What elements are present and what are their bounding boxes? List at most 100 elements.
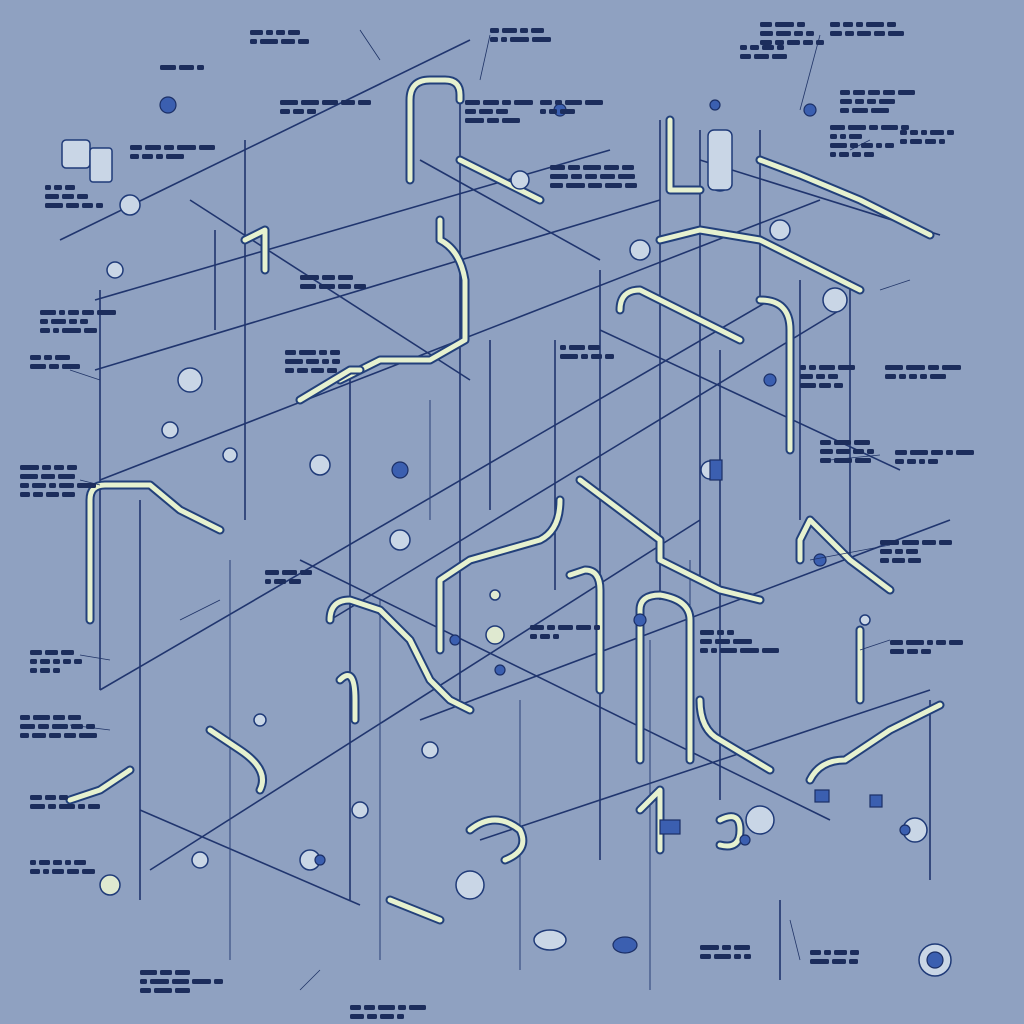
scribble-glyph: [53, 860, 62, 865]
scribble-glyph: [354, 284, 366, 289]
scribble-glyph: [540, 634, 550, 639]
scribble-glyph: [845, 31, 854, 36]
scribble-glyph: [843, 22, 853, 27]
scribble-glyph: [834, 458, 852, 463]
scribble-glyph: [754, 54, 769, 59]
scribble-glyph: [800, 383, 816, 388]
scribble-glyph: [378, 1005, 395, 1010]
scribble-glyph: [77, 483, 96, 488]
illegible-annotation: [700, 945, 751, 959]
scribble-glyph: [39, 860, 50, 865]
scribble-glyph: [214, 979, 223, 984]
scribble-glyph: [700, 954, 711, 959]
scribble-glyph: [64, 733, 76, 738]
scribble-glyph: [38, 724, 49, 729]
scribble-glyph: [32, 733, 46, 738]
scribble-glyph: [848, 125, 866, 130]
illegible-annotation: [20, 715, 97, 738]
illegible-annotation: [550, 165, 637, 188]
scribble-glyph: [560, 354, 578, 359]
illegible-annotation: [30, 355, 80, 369]
scribble-glyph: [501, 37, 507, 42]
scribble-glyph: [700, 945, 719, 950]
scribble-glyph: [890, 649, 904, 654]
scribble-glyph: [566, 183, 585, 188]
scribble-glyph: [197, 65, 204, 70]
scribble-glyph: [327, 368, 337, 373]
scribble-glyph: [830, 22, 840, 27]
scribble-glyph: [540, 100, 552, 105]
scribble-glyph: [490, 28, 499, 33]
scribble-glyph: [888, 31, 904, 36]
scribble-glyph: [154, 988, 172, 993]
scribble-glyph: [276, 30, 285, 35]
scribble-glyph: [42, 465, 51, 470]
scribble-glyph: [591, 354, 602, 359]
scribble-glyph: [77, 194, 88, 199]
scribble-glyph: [880, 549, 892, 554]
scribble-glyph: [880, 558, 889, 563]
scribble-glyph: [288, 30, 300, 35]
scribble-glyph: [936, 640, 946, 645]
scribble-glyph: [297, 368, 308, 373]
scribble-glyph: [49, 733, 61, 738]
scribble-glyph: [555, 100, 562, 105]
scribble-glyph: [942, 365, 961, 370]
scribble-glyph: [177, 145, 196, 150]
scribble-glyph: [727, 630, 734, 635]
scribble-glyph: [840, 99, 852, 104]
scribble-glyph: [40, 328, 50, 333]
scribble-glyph: [140, 970, 157, 975]
scribble-glyph: [622, 165, 634, 170]
scribble-glyph: [502, 118, 520, 123]
scribble-glyph: [330, 350, 340, 355]
illegible-annotation: [810, 950, 859, 964]
scribble-glyph: [794, 31, 803, 36]
scribble-glyph: [74, 860, 86, 865]
scribble-glyph: [78, 804, 85, 809]
scribble-glyph: [65, 860, 71, 865]
scribble-glyph: [465, 100, 480, 105]
illegible-annotation: [900, 130, 954, 144]
scribble-glyph: [820, 458, 831, 463]
scribble-glyph: [852, 108, 868, 113]
scribble-glyph: [820, 440, 831, 445]
scribble-glyph: [54, 465, 64, 470]
scribble-glyph: [550, 165, 565, 170]
scribble-glyph: [298, 39, 309, 44]
scribble-glyph: [830, 31, 842, 36]
scribble-glyph: [285, 359, 303, 364]
scribble-glyph: [800, 365, 806, 370]
illegible-annotation: [30, 650, 82, 673]
scribble-glyph: [819, 383, 831, 388]
scribble-glyph: [883, 90, 895, 95]
illegible-annotation: [830, 22, 904, 36]
scribble-glyph: [824, 950, 831, 955]
illegible-annotation: [560, 345, 614, 359]
scribble-glyph: [465, 109, 476, 114]
scribble-glyph: [946, 450, 953, 455]
scribble-glyph: [82, 869, 95, 874]
scribble-glyph: [605, 183, 622, 188]
scribble-glyph: [281, 39, 295, 44]
scribble-glyph: [803, 40, 813, 45]
scribble-glyph: [949, 640, 963, 645]
scribble-glyph: [86, 724, 95, 729]
scribble-glyph: [625, 183, 637, 188]
scribble-glyph: [332, 359, 340, 364]
scribble-glyph: [919, 459, 925, 464]
scribble-glyph: [733, 639, 752, 644]
fittings: [61, 96, 952, 977]
scribble-glyph: [30, 364, 46, 369]
scribble-glyph: [828, 374, 838, 379]
scribble-glyph: [839, 152, 849, 157]
scribble-glyph: [549, 109, 557, 114]
scribble-glyph: [130, 154, 139, 159]
scribble-glyph: [560, 109, 575, 114]
scribble-glyph: [910, 130, 918, 135]
scribble-glyph: [760, 22, 772, 27]
scribble-glyph: [931, 450, 943, 455]
scribble-glyph: [939, 139, 945, 144]
scribble-glyph: [722, 945, 731, 950]
scribble-glyph: [899, 374, 906, 379]
